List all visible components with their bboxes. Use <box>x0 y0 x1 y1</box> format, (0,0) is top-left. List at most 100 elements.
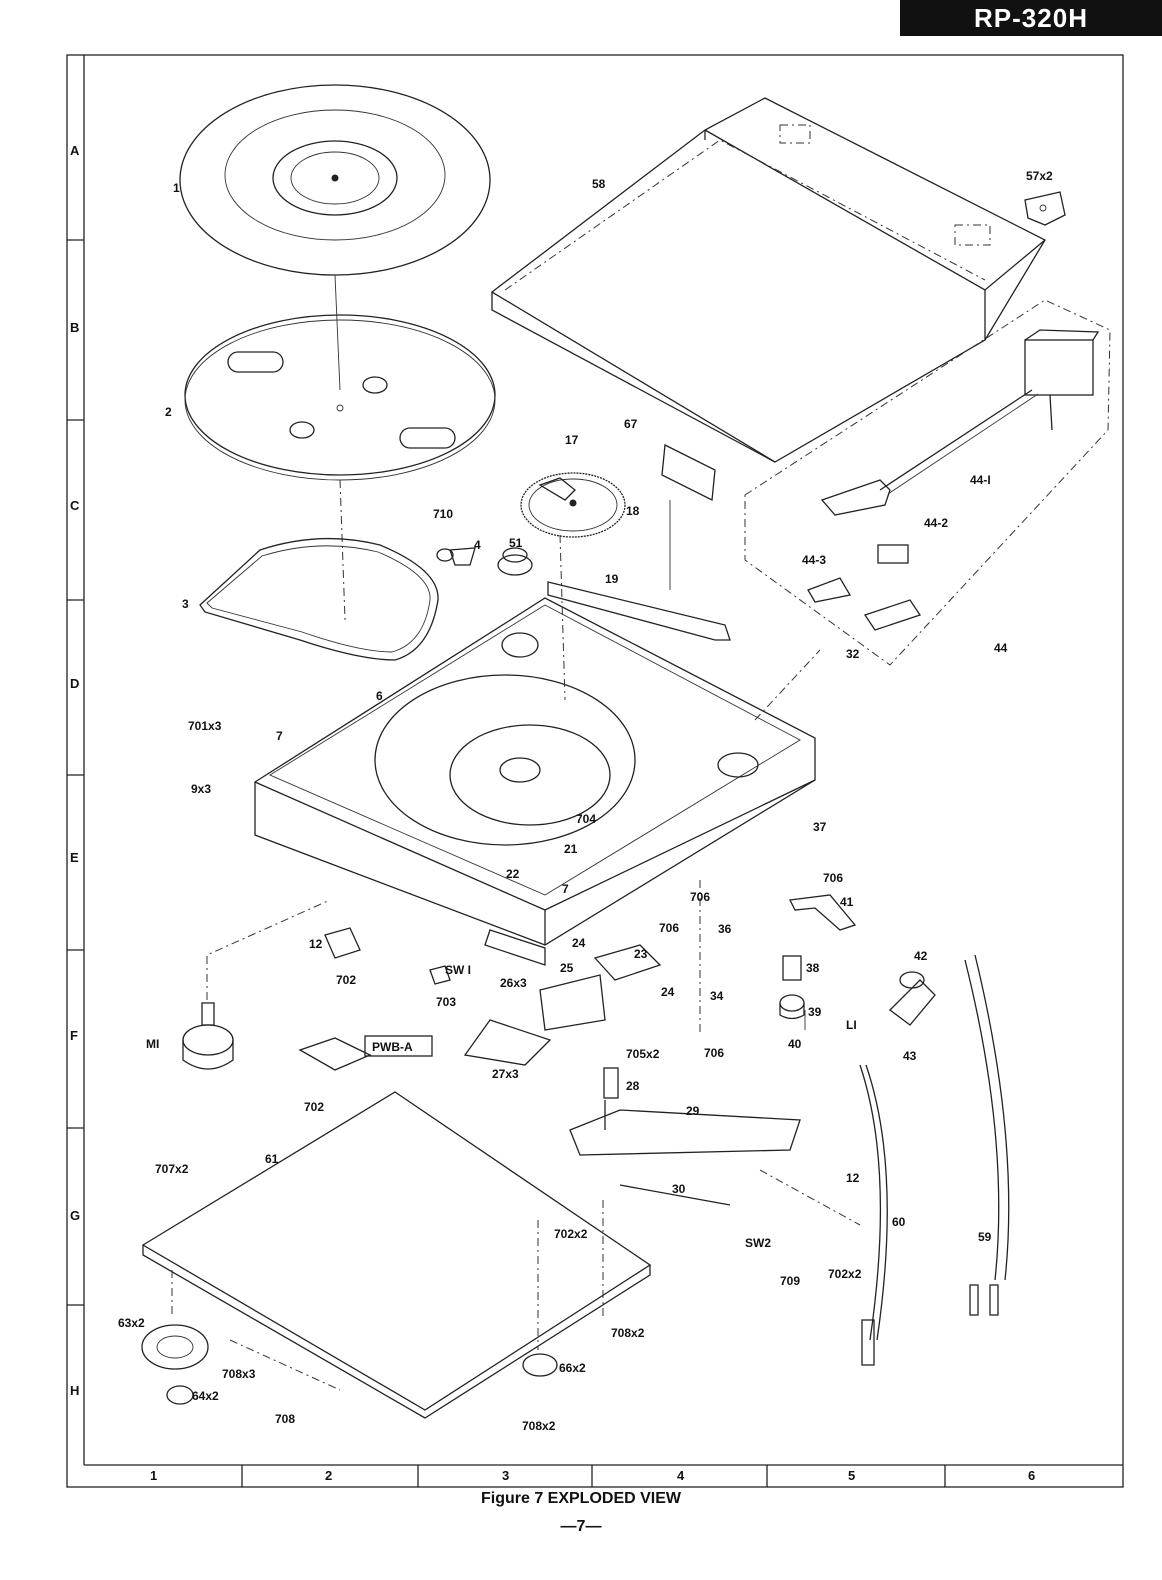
callout-703: 703 <box>436 995 456 1009</box>
callout-22: 22 <box>506 867 520 881</box>
callout-43: 43 <box>903 1049 917 1063</box>
callout-32: 32 <box>846 647 860 661</box>
lever-41 <box>789 894 857 931</box>
row-label-e: E <box>70 850 79 865</box>
callout-61: 61 <box>265 1152 279 1166</box>
callout-36: 36 <box>718 922 732 936</box>
platter <box>184 314 496 481</box>
callout-41: 41 <box>840 895 854 909</box>
callout-3: 3 <box>182 597 189 611</box>
platter-mat <box>179 84 491 276</box>
callout-44-1: 44-I <box>970 473 991 487</box>
dust-cover <box>490 97 1046 463</box>
signal-cables <box>859 954 1010 1366</box>
sub-chassis-29 <box>569 1100 801 1156</box>
callout-29: 29 <box>686 1104 700 1118</box>
callout-24-lower: 24 <box>661 985 675 999</box>
callout-710: 710 <box>433 507 453 521</box>
row-label-h: H <box>70 1383 79 1398</box>
callout-706-c: 706 <box>659 921 679 935</box>
callout-708x2-bottom: 708x2 <box>522 1419 556 1433</box>
callout-21: 21 <box>564 842 578 856</box>
small-pulley <box>497 547 533 576</box>
row-label-d: D <box>70 676 79 691</box>
column-label-2: 2 <box>325 1468 332 1483</box>
callout-66x2: 66x2 <box>559 1361 586 1375</box>
callout-708x3: 708x3 <box>222 1367 256 1381</box>
drive-belt <box>199 537 439 661</box>
callout-27x3: 27x3 <box>492 1067 519 1081</box>
callout-sw1: SW I <box>445 963 471 977</box>
callout-sw2: SW2 <box>745 1236 771 1250</box>
callout-706-b: 706 <box>690 890 710 904</box>
callout-705x2: 705x2 <box>626 1047 660 1061</box>
callout-704: 704 <box>576 812 596 826</box>
switch-block <box>463 944 662 1066</box>
callout-28: 28 <box>626 1079 640 1093</box>
column-label-3: 3 <box>502 1468 509 1483</box>
callout-38: 38 <box>806 961 820 975</box>
callout-17: 17 <box>565 433 579 447</box>
callout-39: 39 <box>808 1005 822 1019</box>
model-badge: RP-320H <box>900 0 1162 36</box>
hinge-bracket <box>1024 191 1066 226</box>
callout-707x2: 707x2 <box>155 1162 189 1176</box>
callout-44-3: 44-3 <box>802 553 826 567</box>
callout-m1: MI <box>146 1037 159 1051</box>
pwb-a-label-box <box>364 1035 433 1057</box>
pwb-a-board <box>298 1037 372 1071</box>
foot-66 <box>522 1353 558 1377</box>
callout-24-upper: 24 <box>572 936 586 950</box>
tonearm-assembly <box>744 299 1111 666</box>
callout-67: 67 <box>624 417 638 431</box>
foot-63 <box>141 1324 209 1370</box>
callout-709: 709 <box>780 1274 800 1288</box>
part-callouts: 1 2 3 4 51 6 7 7 9x3 12 12 17 18 19 21 2… <box>118 169 1053 1433</box>
row-label-b: B <box>70 320 79 335</box>
callout-6: 6 <box>376 689 383 703</box>
callout-2: 2 <box>165 405 172 419</box>
row-label-g: G <box>70 1208 80 1223</box>
callout-64x2: 64x2 <box>192 1389 219 1403</box>
grid-frame <box>66 54 1124 1488</box>
callout-9: 9x3 <box>191 782 211 796</box>
callout-19: 19 <box>605 572 619 586</box>
switch-sw1 <box>429 965 451 985</box>
callout-708: 708 <box>275 1412 295 1426</box>
leader-lines <box>171 274 861 1391</box>
callout-44-2: 44-2 <box>924 516 948 530</box>
callout-l1: LI <box>846 1018 857 1032</box>
callout-18: 18 <box>626 504 640 518</box>
column-label-4: 4 <box>677 1468 685 1483</box>
callout-57x2: 57x2 <box>1026 169 1053 183</box>
label-sheet <box>661 443 716 502</box>
callout-40: 40 <box>788 1037 802 1051</box>
callout-708x2-right: 708x2 <box>611 1326 645 1340</box>
spring-38 <box>782 955 802 981</box>
bracket-12 <box>324 927 361 959</box>
callout-702x2-right: 702x2 <box>828 1267 862 1281</box>
row-label-a: A <box>70 143 80 158</box>
foot-64 <box>166 1385 194 1405</box>
column-label-1: 1 <box>150 1468 157 1483</box>
callout-58: 58 <box>592 177 606 191</box>
callout-25: 25 <box>560 961 574 975</box>
cam-42 <box>889 971 936 1026</box>
callout-12-right: 12 <box>846 1171 860 1185</box>
callout-44: 44 <box>994 641 1008 655</box>
callout-59: 59 <box>978 1230 992 1244</box>
callout-pwb-a: PWB-A <box>372 1040 413 1054</box>
callout-30: 30 <box>672 1182 686 1196</box>
arm-lever <box>547 581 731 641</box>
callout-7-lower: 7 <box>562 882 569 896</box>
turntable-chassis <box>254 597 816 966</box>
figure-caption: Figure 7 EXPLODED VIEW <box>480 1490 682 1507</box>
callout-4: 4 <box>474 538 481 552</box>
callout-26x3: 26x3 <box>500 976 527 990</box>
callout-37: 37 <box>813 820 827 834</box>
grid-column-labels: 1 2 3 4 5 6 <box>150 1468 1035 1483</box>
callout-702-lower: 702 <box>304 1100 324 1114</box>
column-label-5: 5 <box>848 1468 855 1483</box>
lever-part-4 <box>436 547 476 566</box>
